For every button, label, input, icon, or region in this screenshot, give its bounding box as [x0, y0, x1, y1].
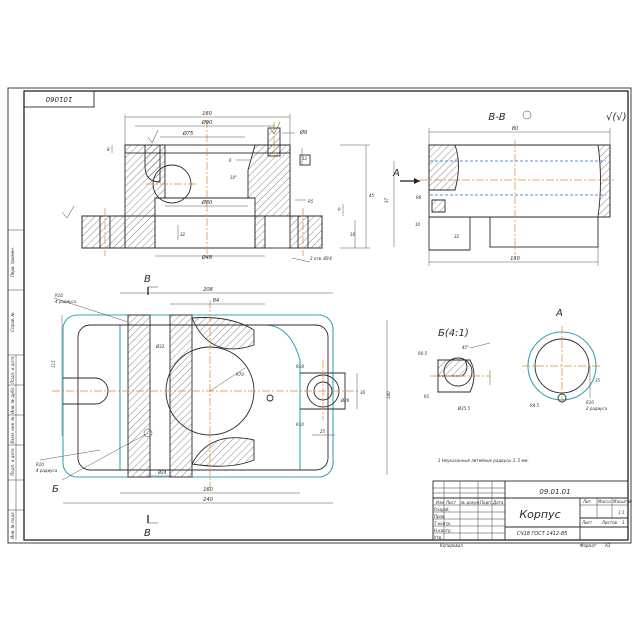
front-section-view: 160 Ø90 Ø75 Ø9 Ø80 Ø48 10° 6 R5 2 отв. Ø… — [61, 111, 375, 263]
dim-160b: 160 — [203, 487, 213, 493]
part-title: Корпус — [519, 508, 560, 521]
dim-84: 84 — [213, 298, 219, 304]
side-strip-label: Подп. и дата — [10, 356, 15, 384]
dim-12: 12 — [302, 156, 308, 161]
sheets-label: Листов — [601, 520, 618, 525]
detail-b-label: Б(4:1) — [438, 328, 469, 339]
side-strip: Перв. примен. Справ. № Подп. и дата Инв.… — [8, 229, 24, 540]
tb-col-sign: Подп. — [480, 500, 492, 505]
tb-col-doc: № докум. — [460, 500, 481, 505]
det-r1: R1 — [424, 394, 429, 399]
det-45deg: 45° — [462, 345, 469, 350]
dim-r6: R6 — [416, 195, 422, 200]
mass-label: Масса — [598, 499, 611, 504]
dim-9: 9 — [338, 207, 341, 212]
tb-row-prov: Пров. — [434, 514, 446, 519]
view-a-r10: R10 — [586, 400, 594, 405]
dim-r10-bottom: R10 — [36, 462, 44, 467]
side-strip-label: Справ. № — [10, 312, 15, 331]
dim-r10-boss: R10 — [296, 422, 304, 427]
plan-view: 208 84 115 140 160 240 R10 4 радиуса Ø32… — [36, 274, 391, 539]
lit-label: Лит. — [582, 499, 592, 504]
dim-r10-top: R10 — [55, 293, 63, 298]
scale-label: Масштаб — [613, 499, 633, 504]
tb-col-list: Лист — [445, 500, 457, 505]
view-a-35: 35 — [595, 378, 601, 383]
dim-80: 80 — [512, 126, 518, 132]
scale-value: 1:1 — [618, 510, 624, 515]
dim-4-radius-top: 4 радиуса — [55, 299, 77, 304]
code-box: 101060 — [23, 90, 95, 108]
dim-d48: Ø48 — [201, 254, 212, 261]
dim-36: 36 — [360, 390, 366, 395]
sheets-count: 1 — [622, 520, 625, 525]
letter-v-bottom: В — [144, 528, 151, 539]
view-a-2rad: 2 радиуса — [586, 406, 608, 411]
technical-note: 1 Неуказанные литейные радиусы 3..5 мм. — [438, 458, 529, 463]
dim-25: 25 — [320, 429, 326, 434]
dim-d90: Ø90 — [201, 119, 212, 126]
side-strip-label: Взам. инв. № — [10, 416, 15, 443]
dim-37: 37 — [384, 197, 389, 203]
part-number: 09.01.01 — [539, 488, 570, 496]
dim-140: 140 — [386, 391, 391, 399]
dim-16: 16 — [350, 232, 356, 237]
det-d355: Ø35.5 — [457, 406, 471, 411]
dim-10deg: 10° — [230, 175, 237, 180]
dim-d80: Ø80 — [201, 199, 212, 206]
format-label: Формат — [580, 543, 597, 548]
side-strip-label: Подп. и дата — [10, 448, 15, 476]
tb-col-date: Дата — [492, 500, 504, 505]
dim-d75: Ø75 — [182, 130, 193, 137]
tb-row-utv: Утв. — [434, 535, 442, 540]
letter-v-top: В — [144, 274, 151, 285]
side-strip-label: Инв. № подл. — [10, 511, 15, 539]
det-r05: R0.5 — [418, 351, 428, 356]
detail-b-view: Б(4:1) 45° R0.5 R1 Ø35.5 — [418, 328, 491, 411]
dim-160: 160 — [202, 111, 212, 117]
section-vv-label: В-В — [488, 112, 505, 123]
drawing-code: 101060 — [45, 95, 72, 103]
letter-a-arrow: А — [392, 168, 400, 179]
section-vv-view: В-В √(√) 80 180 37 R6 10 32 А — [384, 110, 627, 266]
dim-6: 6 — [229, 158, 232, 163]
dim-height: 45 — [369, 193, 375, 198]
dim-10: 10 — [415, 222, 421, 227]
dim-180: 180 — [510, 256, 520, 262]
dim-32b: 32 — [454, 234, 460, 239]
dim-115: 115 — [51, 360, 56, 368]
side-strip-label: Перв. примен. — [10, 247, 15, 277]
title-block: Изм Разраб. Пров. Т.контр. Н.контр. Утв.… — [432, 480, 633, 541]
dim-2-holes: 2 отв. Ø14 — [310, 256, 332, 261]
dim-r70: R70 — [236, 372, 244, 377]
dim-4-radius-bottom: 4 радиуса — [36, 468, 58, 473]
format-value: A3 — [604, 543, 611, 548]
drawing-frame — [7, 87, 632, 544]
view-a-r45: R4.5 — [530, 403, 540, 408]
dim-d9: Ø9 — [299, 129, 307, 136]
tb-row-tkontr: Т.контр. — [434, 521, 451, 526]
tb-row-izm: Изм — [436, 500, 444, 505]
dim-8: 8 — [107, 147, 110, 152]
dim-d24: Ø24 — [157, 470, 167, 475]
letter-b: Б — [52, 484, 59, 495]
tb-row-razrab: Разраб. — [434, 507, 450, 512]
sheet-label: Лист — [581, 520, 593, 525]
dim-240: 240 — [203, 497, 213, 503]
dim-d20: Ø20 — [340, 398, 350, 403]
copied-label: Копировал — [440, 543, 463, 548]
dim-r18: R18 — [296, 364, 304, 369]
dim-32: 32 — [180, 232, 186, 237]
material: СЧ18 ГОСТ 1412-85 — [517, 531, 568, 537]
dim-208: 208 — [203, 287, 213, 293]
view-a-label: А — [555, 308, 563, 319]
tb-row-nkontr: Н.контр. — [434, 528, 452, 533]
roughness-symbol: √(√) — [606, 112, 627, 123]
dim-r5: R5 — [308, 199, 314, 204]
dim-d32: Ø32 — [155, 344, 165, 349]
view-a: А 35 R4.5 R10 2 радиуса — [522, 308, 608, 411]
side-strip-label: Инв. № дубл. — [10, 386, 15, 413]
